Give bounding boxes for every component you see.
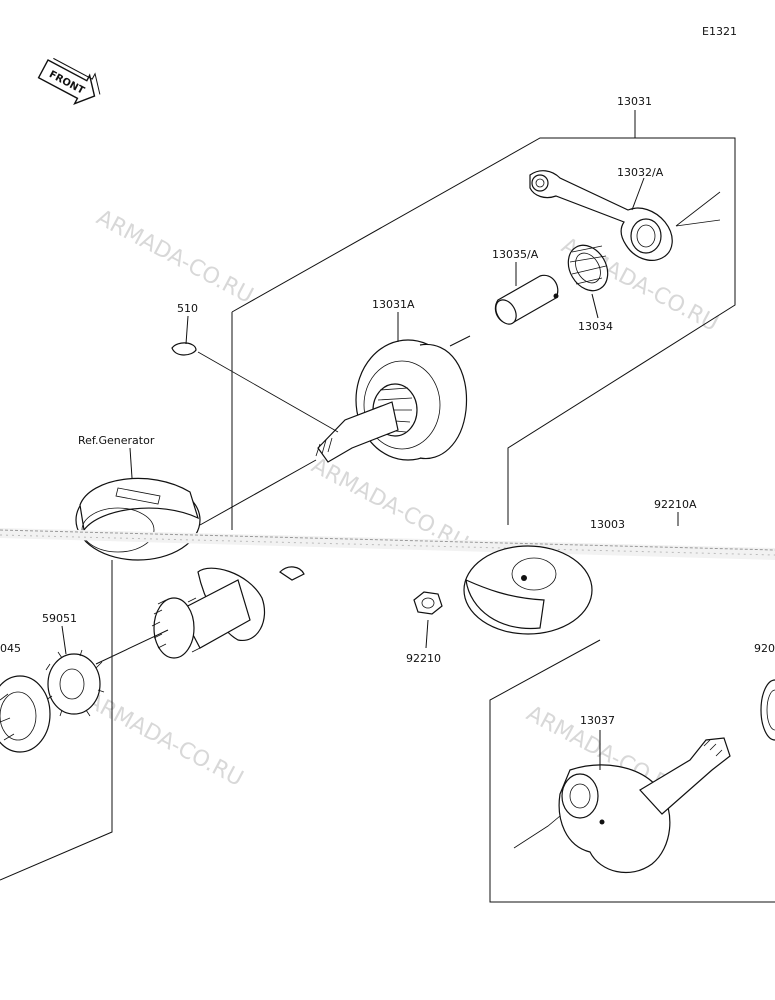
label-510: 510 (177, 302, 198, 315)
woodruff-key (171, 342, 197, 356)
front-arrow-icon: FRONT (37, 57, 101, 105)
leader-lines (61, 177, 645, 770)
assembly-frame-13037 (489, 639, 775, 903)
bearing-045 (0, 675, 51, 753)
connecting-rod (529, 170, 721, 261)
nut-92210 (413, 591, 443, 615)
generator-rotor (75, 477, 201, 561)
label-13031a: 13031A (372, 298, 415, 311)
label-59051: 59051 (42, 612, 77, 625)
label-13035a: 13035/A (492, 248, 539, 261)
balancer-shaft (151, 566, 305, 659)
bearing-920 (760, 679, 775, 741)
crankshaft-half-13031a (315, 335, 471, 463)
label-13034: 13034 (578, 320, 613, 333)
scan-distortion (0, 528, 775, 560)
label-13032a: 13032/A (617, 166, 664, 179)
label-92210: 92210 (406, 652, 441, 665)
watermark: ARMADA-CO.RU (82, 688, 247, 792)
centerline-gear (95, 629, 169, 665)
frame-lower-left (0, 560, 113, 881)
label-13037: 13037 (580, 714, 615, 727)
centerline (199, 459, 317, 526)
leader-510 (197, 351, 339, 433)
diagram-code: E1321 (702, 25, 737, 38)
label-13031: 13031 (617, 95, 652, 108)
crankshaft-half-13037 (513, 737, 731, 874)
label-ref-generator: Ref.Generator (78, 434, 155, 447)
needle-bearing (567, 244, 609, 292)
crank-pin (494, 274, 559, 325)
label-920: 920 (754, 642, 775, 655)
watermark: ARMADA-CO.RU (92, 205, 257, 309)
gear-59051 (45, 649, 105, 717)
flywheel (463, 545, 593, 635)
label-13003: 13003 (590, 518, 625, 531)
label-045: 045 (0, 642, 21, 655)
assembly-frame-13031 (231, 110, 736, 530)
label-92210a: 92210A (654, 498, 697, 511)
